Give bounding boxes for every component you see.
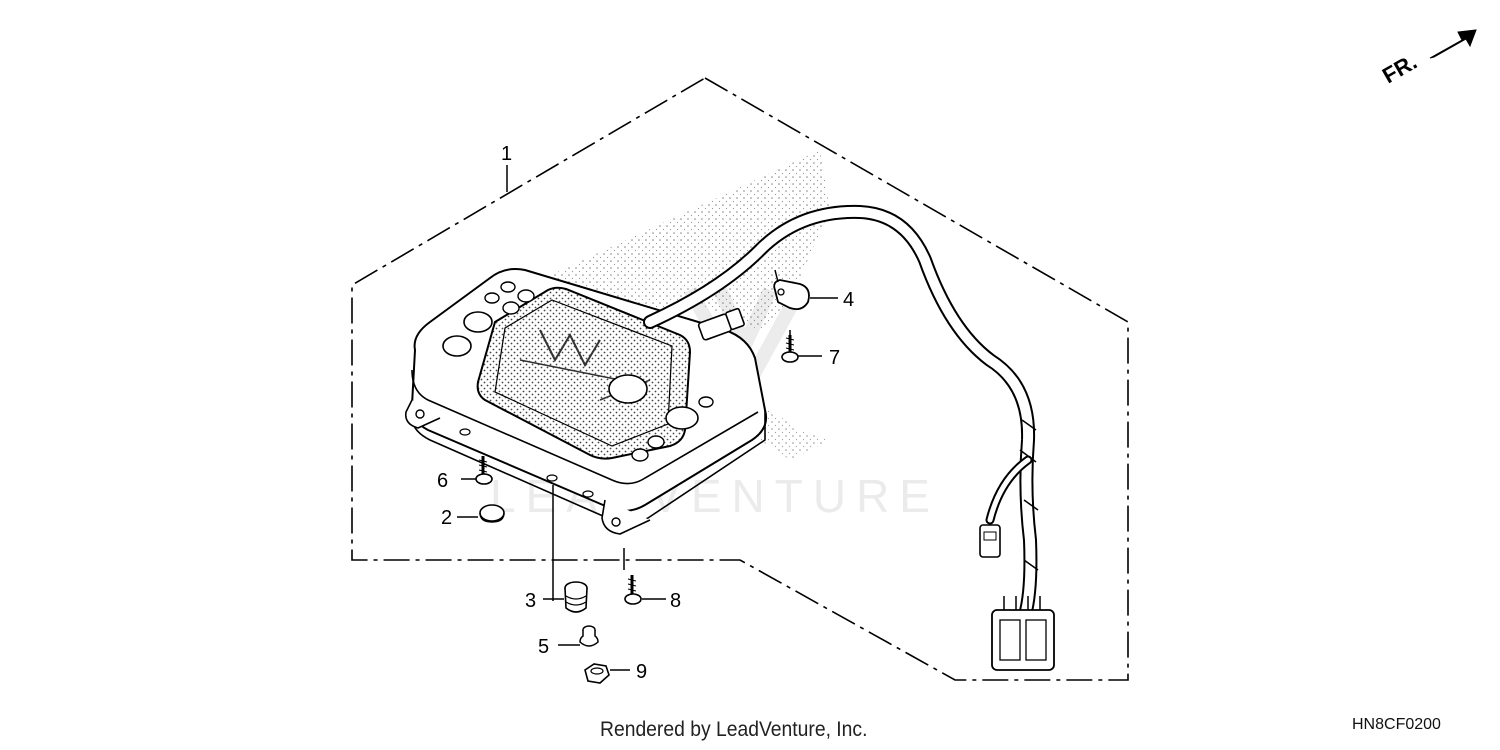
- callout-5: 5: [538, 636, 549, 658]
- diagram-code: HN8CF0200: [1352, 716, 1441, 733]
- wire-harness: [643, 204, 1055, 671]
- meter-connector: [697, 307, 745, 341]
- callout-6: 6: [437, 470, 448, 492]
- nut-9: [584, 663, 610, 684]
- direction-label: FR.: [1378, 49, 1421, 88]
- callout-3: 3: [525, 590, 536, 612]
- harness-clamp: [773, 279, 810, 311]
- arrow-right-icon: [1429, 29, 1477, 59]
- callout-4: 4: [843, 289, 854, 311]
- branch-connector: [979, 524, 1001, 558]
- callout-9: 9: [636, 661, 647, 683]
- mounting-tab-left: [404, 399, 441, 429]
- speedometer-assembly: [404, 268, 768, 535]
- callout-8: 8: [670, 590, 681, 612]
- assembly-boundary: [351, 77, 1129, 681]
- front-direction-indicator: FR.: [1378, 29, 1477, 88]
- collar-5: [579, 625, 599, 647]
- callout-2: 2: [441, 507, 452, 529]
- main-connector: [991, 596, 1055, 671]
- leader-lines: [457, 165, 838, 671]
- callouts: 1 2 3 4 5 6 7 8 9: [437, 143, 854, 683]
- footer-credit: Rendered by LeadVenture, Inc.: [600, 718, 868, 741]
- screw-8: [624, 575, 642, 605]
- screw-7: [781, 335, 799, 363]
- grommet-3: [564, 581, 588, 613]
- cap-2: [479, 504, 505, 523]
- callout-1: 1: [501, 143, 512, 165]
- callout-7: 7: [829, 347, 840, 369]
